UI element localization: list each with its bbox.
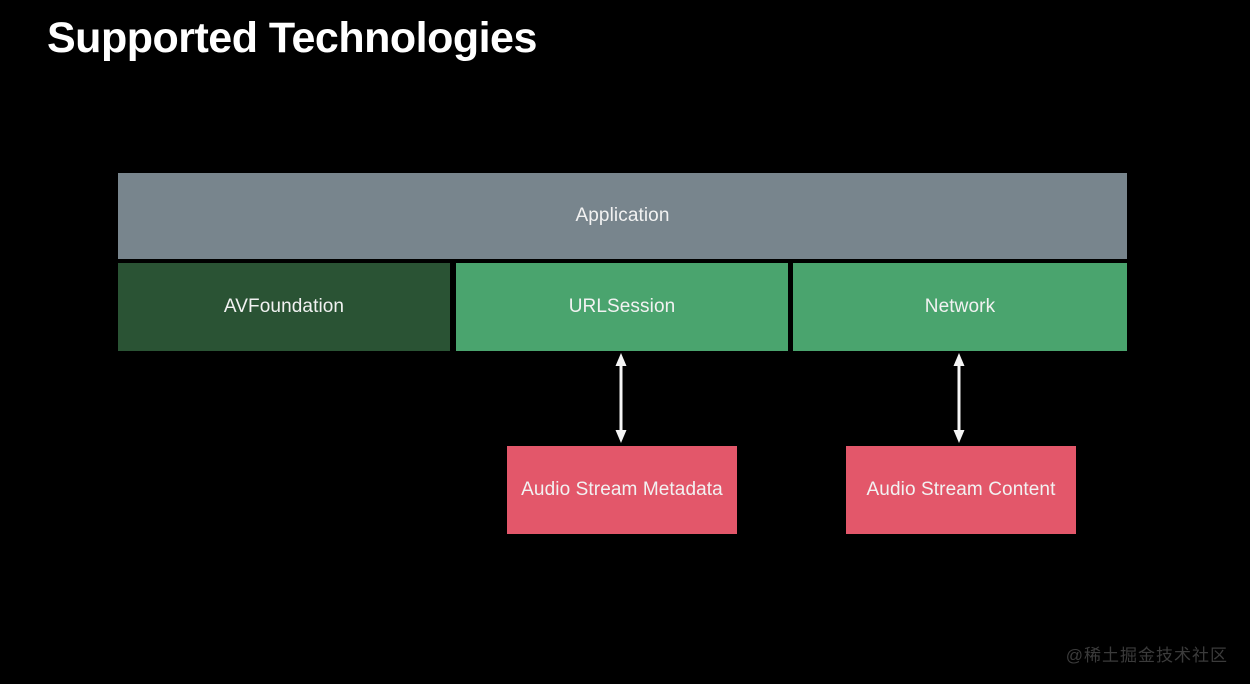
diagram-box-urlsession-label: URLSession xyxy=(568,296,676,317)
watermark: @稀土掘金技术社区 xyxy=(1065,646,1228,665)
diagram-box-avfoundation-label: AVFoundation xyxy=(223,296,345,317)
diagram-box-audio-stream-metadata: Audio Stream Metadata xyxy=(507,446,737,534)
diagram-box-audio-stream-content: Audio Stream Content xyxy=(846,446,1076,534)
page-title: Supported Technologies xyxy=(47,14,537,62)
double-arrow-icon-network-content xyxy=(953,353,965,443)
diagram-box-audio-stream-metadata-label: Audio Stream Metadata xyxy=(521,479,723,500)
diagram-box-application: Application xyxy=(118,173,1127,259)
diagram-box-network-label: Network xyxy=(924,296,996,317)
diagram-box-network: Network xyxy=(793,263,1127,351)
diagram-box-audio-stream-content-label: Audio Stream Content xyxy=(866,479,1056,500)
double-arrow-icon-urlsession-metadata xyxy=(615,353,627,443)
diagram-box-application-label: Application xyxy=(575,205,670,226)
diagram-box-avfoundation: AVFoundation xyxy=(118,263,450,351)
diagram-box-urlsession: URLSession xyxy=(456,263,788,351)
